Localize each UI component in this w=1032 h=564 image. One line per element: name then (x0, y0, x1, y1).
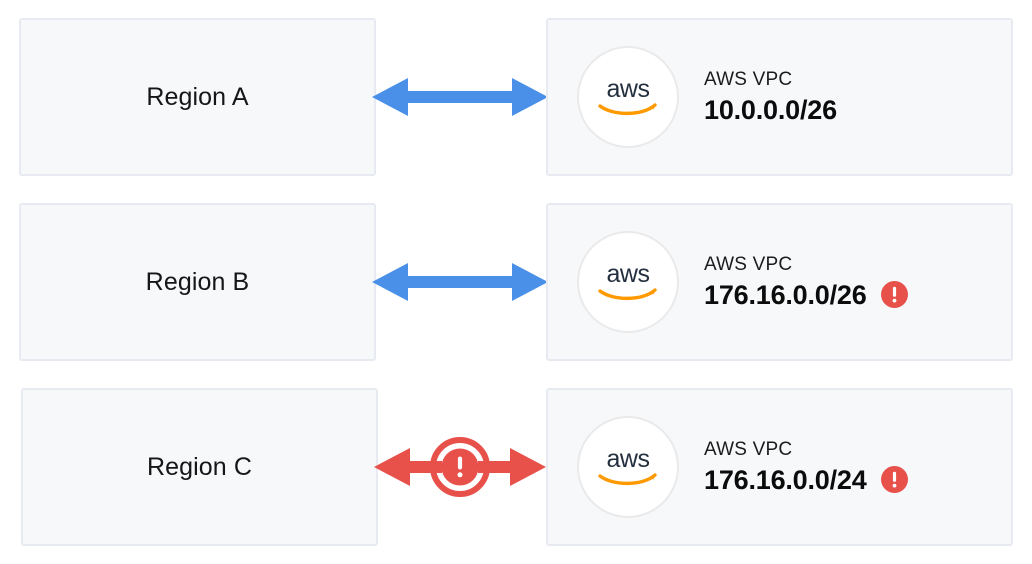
vpc-cidr-value: 176.16.0.0/26 (704, 279, 867, 310)
double-arrow-blue-icon (372, 259, 548, 305)
svg-text:aws: aws (607, 445, 650, 473)
vpc-cidr-value: 176.16.0.0/24 (704, 464, 867, 495)
error-exclamation-icon (880, 466, 908, 494)
vpc-title: AWS VPC (704, 253, 793, 275)
region-label: Region C (146, 452, 253, 481)
vpc-text-block: AWS VPC 176.16.0.0/26 (704, 253, 908, 311)
diagram-row: Region C (0, 388, 1032, 546)
error-exclamation-icon (880, 281, 908, 309)
vpc-title: AWS VPC (704, 68, 793, 90)
double-arrow-blue-icon (372, 74, 548, 120)
vpc-text-block: AWS VPC 176.16.0.0/24 (704, 438, 908, 496)
vpc-cidr-line: 176.16.0.0/26 (704, 279, 908, 311)
vpc-cidr-value: 10.0.0.0/26 (704, 94, 837, 125)
vpc-text-block: AWS VPC 10.0.0.0/26 (704, 68, 837, 126)
vpc-card[interactable]: aws AWS VPC 10.0.0.0/26 (546, 18, 1013, 176)
region-card[interactable]: Region A (19, 18, 376, 176)
diagram-row: Region A aws AWS VPC 10.0.0.0/26 (0, 18, 1032, 176)
connector-region-to-vpc-blocked (370, 388, 550, 546)
svg-text:aws: aws (607, 260, 650, 288)
vpc-cidr-line: 176.16.0.0/24 (704, 464, 908, 496)
vpc-title: AWS VPC (704, 438, 793, 460)
diagram-row: Region B aws AWS VPC 176.16.0.0/26 (0, 203, 1032, 361)
region-label: Region A (146, 82, 249, 111)
connector-region-to-vpc (370, 203, 550, 361)
aws-logo-icon: aws (577, 416, 679, 518)
double-arrow-red-blocked-icon (372, 435, 548, 499)
region-label: Region B (145, 267, 250, 296)
vpc-cidr-line: 10.0.0.0/26 (704, 94, 837, 126)
vpc-card[interactable]: aws AWS VPC 176.16.0.0/26 (546, 203, 1013, 361)
connector-region-to-vpc (370, 18, 550, 176)
vpc-card[interactable]: aws AWS VPC 176.16.0.0/24 (546, 388, 1013, 546)
region-card[interactable]: Region B (19, 203, 376, 361)
region-card[interactable]: Region C (21, 388, 378, 546)
aws-logo-icon: aws (577, 46, 679, 148)
aws-logo-icon: aws (577, 231, 679, 333)
svg-text:aws: aws (607, 75, 650, 103)
error-exclamation-circle-icon (430, 437, 490, 497)
